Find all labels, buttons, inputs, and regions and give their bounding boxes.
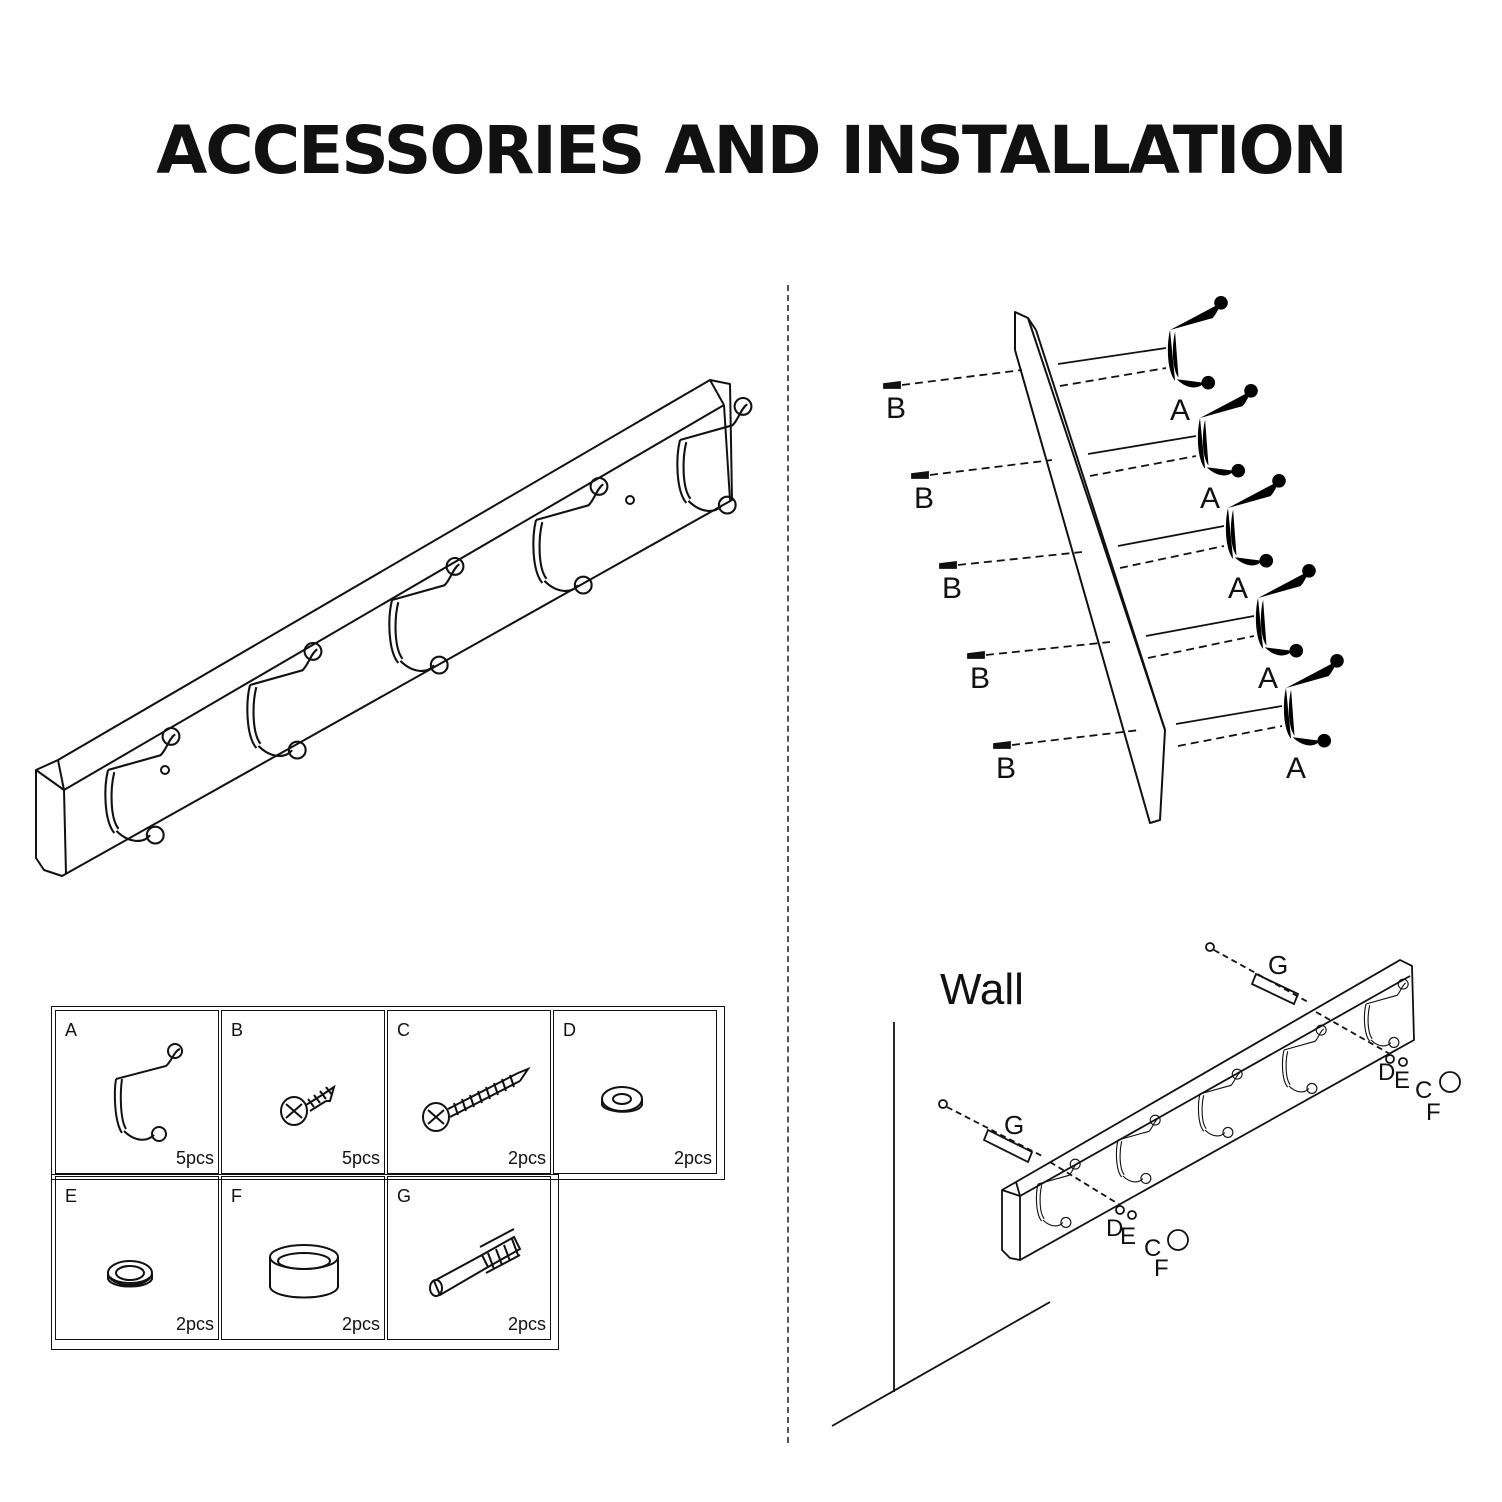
thin-washer-icon bbox=[107, 1260, 153, 1288]
part-letter: C bbox=[397, 1020, 410, 1040]
part-cell-d: D 2pcs bbox=[553, 1010, 717, 1174]
exploded-hook-1 bbox=[1167, 296, 1228, 390]
part-cell-a: A 5pcs bbox=[55, 1010, 219, 1174]
part-quantity: 2pcs bbox=[507, 1314, 546, 1334]
wall-anchor-icon bbox=[429, 1228, 522, 1297]
flat-washer-icon bbox=[601, 1086, 643, 1113]
part-quantity: 2pcs bbox=[507, 1148, 546, 1168]
short-screw-icon bbox=[280, 1084, 336, 1126]
wall-hook-2 bbox=[1115, 1114, 1161, 1184]
section-divider bbox=[787, 285, 789, 1443]
hook-label-a: A bbox=[1200, 482, 1220, 515]
part-cell-b: B 5pcs bbox=[221, 1010, 385, 1174]
wall-anchor-lower bbox=[982, 1128, 1034, 1164]
screw-cap-icon bbox=[269, 1244, 339, 1299]
wall-hook-3 bbox=[1197, 1068, 1243, 1138]
wall-installation-illustration: G G D E C F D E C F bbox=[831, 942, 1461, 1427]
assembled-rack-illustration bbox=[35, 379, 753, 877]
part-quantity: 5pcs bbox=[175, 1148, 214, 1168]
page-title: ACCESSORIES AND INSTALLATION bbox=[156, 112, 1348, 189]
hook-label-a: A bbox=[1170, 394, 1190, 427]
part-letter: D bbox=[563, 1020, 576, 1040]
hook-label-a: A bbox=[1286, 752, 1306, 785]
part-letter: G bbox=[397, 1186, 412, 1206]
double-hook-icon bbox=[113, 1043, 183, 1142]
anchor-label-upper: G bbox=[1268, 950, 1288, 980]
rack-hook-4 bbox=[532, 476, 609, 595]
exploded-row-2 bbox=[911, 435, 1197, 479]
anchor-label-lower: G bbox=[1004, 1110, 1024, 1140]
part-cell-f: F 2pcs bbox=[221, 1176, 385, 1340]
wall-hook-4 bbox=[1281, 1024, 1327, 1094]
part-quantity: 5pcs bbox=[341, 1148, 380, 1168]
exploded-row-3 bbox=[939, 525, 1225, 569]
washer-e-label-left: E bbox=[1120, 1223, 1136, 1250]
exploded-row-4 bbox=[967, 615, 1255, 659]
part-letter: B bbox=[231, 1020, 244, 1040]
screw-label-b: B bbox=[942, 572, 962, 605]
exploded-row-1 bbox=[883, 347, 1167, 389]
wall-hook-1 bbox=[1035, 1158, 1081, 1228]
hook-label-a: A bbox=[1228, 572, 1248, 605]
cap-f-label-right: F bbox=[1426, 1099, 1441, 1126]
rack-hook-3 bbox=[388, 556, 465, 675]
exploded-row-5 bbox=[993, 705, 1283, 749]
rack-hook-1 bbox=[104, 726, 181, 845]
wall-anchor-upper bbox=[1250, 972, 1300, 1006]
parts-table-frame bbox=[51, 1174, 559, 1350]
exploded-hook-4 bbox=[1255, 564, 1316, 658]
parts-table: A 5pcs B 5pcs C bbox=[51, 1006, 727, 1350]
screw-label-b: B bbox=[914, 482, 934, 515]
screw-label-b: B bbox=[970, 662, 990, 695]
washer-d-label-right: D bbox=[1378, 1059, 1395, 1086]
part-cell-g: G 2pcs bbox=[387, 1176, 551, 1340]
long-screw-icon bbox=[422, 1066, 531, 1132]
rack-hook-2 bbox=[246, 641, 323, 760]
screw-c-label-right: C bbox=[1415, 1077, 1432, 1104]
hook-label-a: A bbox=[1258, 662, 1278, 695]
wall-label: Wall bbox=[940, 965, 1024, 1014]
parts-table-frame bbox=[51, 1006, 725, 1180]
part-quantity: 2pcs bbox=[673, 1148, 712, 1168]
exploded-assembly-illustration: B A B A B A B A B A bbox=[883, 296, 1344, 824]
part-quantity: 2pcs bbox=[175, 1314, 214, 1334]
washer-d-label-left: D bbox=[1106, 1215, 1123, 1242]
part-letter: E bbox=[65, 1186, 78, 1206]
part-quantity: 2pcs bbox=[341, 1314, 380, 1334]
exploded-hook-5 bbox=[1283, 654, 1344, 748]
screw-label-b: B bbox=[886, 392, 906, 425]
exploded-hook-3 bbox=[1225, 474, 1286, 568]
part-letter: A bbox=[65, 1020, 78, 1040]
wall-hook-5 bbox=[1363, 978, 1409, 1048]
screw-label-b: B bbox=[996, 752, 1016, 785]
part-cell-c: C 2pcs bbox=[387, 1010, 551, 1174]
washer-e-label-right: E bbox=[1394, 1067, 1410, 1094]
part-letter: F bbox=[231, 1186, 242, 1206]
exploded-hook-2 bbox=[1197, 384, 1258, 478]
cap-f-label-left: F bbox=[1154, 1255, 1169, 1282]
rack-hook-5 bbox=[676, 396, 753, 515]
part-cell-e: E 2pcs bbox=[55, 1176, 219, 1340]
screw-c-label-left: C bbox=[1144, 1235, 1161, 1262]
